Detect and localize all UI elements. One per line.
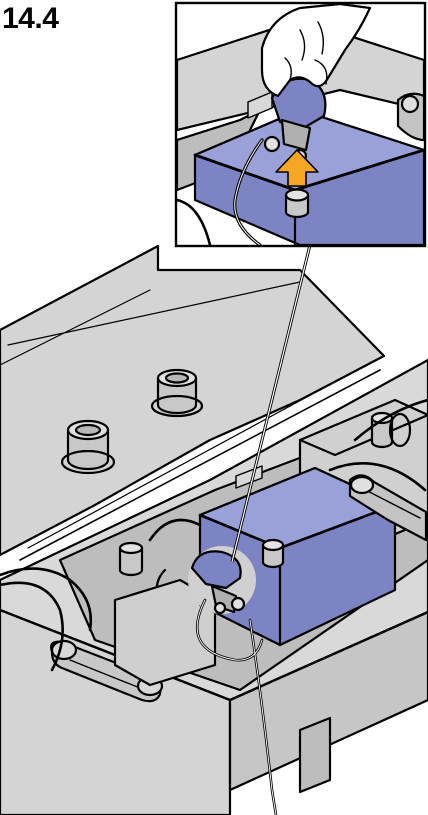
detail-inset <box>175 2 426 247</box>
box-leg <box>300 718 330 792</box>
main-scene <box>0 246 428 815</box>
lid-grommet-1 <box>62 421 114 473</box>
lid-grommet-2 <box>152 370 202 416</box>
step-number: 14.4 <box>2 0 58 38</box>
